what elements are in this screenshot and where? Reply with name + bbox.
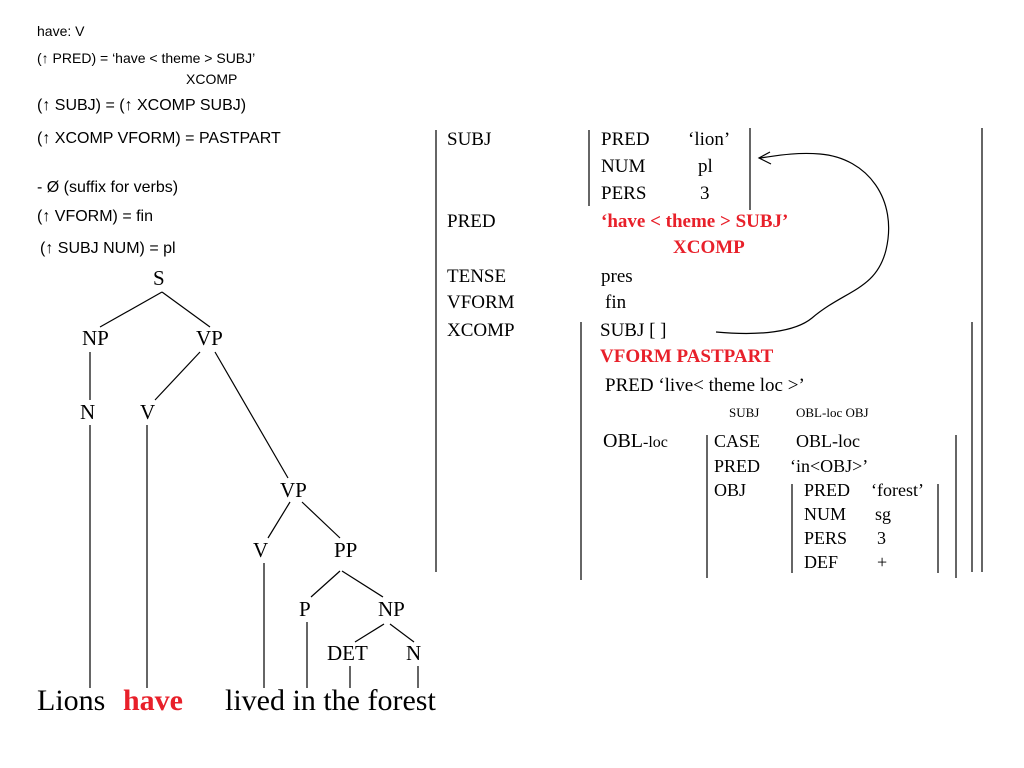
fs-vform-val: fin bbox=[605, 292, 627, 313]
sentence-lions: Lions bbox=[37, 684, 106, 717]
fs-tense-val: pres bbox=[601, 266, 633, 287]
fs-obj-num-val: sg bbox=[875, 504, 892, 524]
node-v: V bbox=[140, 400, 156, 424]
lex-have-subj: (↑ SUBJ) = (↑ XCOMP SUBJ) bbox=[37, 97, 247, 114]
fs-xcomp-attr: XCOMP bbox=[447, 320, 515, 341]
fs-subj-pred-attr: PRED bbox=[601, 129, 650, 150]
node-n2: N bbox=[406, 641, 422, 665]
lex-have-vform: (↑ XCOMP VFORM) = PASTPART bbox=[37, 130, 281, 147]
node-vp: VP bbox=[196, 326, 223, 350]
fs-obj-def-val: + bbox=[877, 552, 888, 572]
fs-subj-num-val: pl bbox=[698, 156, 713, 177]
fs-xcomp-vform: VFORM PASTPART bbox=[600, 346, 774, 367]
fs-obj-def-attr: DEF bbox=[804, 552, 839, 572]
fs-subj-pred-val: ‘lion’ bbox=[688, 129, 731, 150]
fs-subj-num-attr: NUM bbox=[601, 156, 646, 177]
fs-obj-num-attr: NUM bbox=[804, 504, 847, 524]
lex-suffix-num: (↑ SUBJ NUM) = pl bbox=[40, 240, 176, 257]
fs-obl-attr-small: -loc bbox=[643, 434, 668, 451]
lex-have-pred-line2: XCOMP bbox=[186, 71, 238, 87]
lex-suffix-entry: - Ø (suffix for verbs) bbox=[37, 179, 179, 196]
lex-suffix-vform: (↑ VFORM) = fin bbox=[37, 208, 154, 225]
edge-vp2-pp bbox=[301, 501, 341, 539]
sentence-have: have bbox=[123, 684, 183, 717]
fs-obj-pers-attr: PERS bbox=[804, 528, 848, 548]
edge-pp-np2 bbox=[341, 570, 384, 598]
node-s: S bbox=[153, 266, 165, 290]
fs-vform-attr: VFORM bbox=[447, 292, 515, 313]
fs-pred-attr: PRED bbox=[447, 211, 496, 232]
node-np: NP bbox=[82, 326, 109, 350]
edge-s-np bbox=[99, 291, 163, 328]
sentence-rest: lived in the forest bbox=[225, 684, 436, 717]
fs-xcomp-pred-sub-obl: OBL-loc OBJ bbox=[796, 405, 869, 420]
fs-obl-pred-attr: PRED bbox=[714, 456, 761, 476]
fs-case-attr: CASE bbox=[714, 431, 761, 451]
edge-vp-v bbox=[154, 351, 201, 401]
fs-xcomp-pred: PRED ‘live< theme loc >’ bbox=[605, 375, 805, 396]
fs-case-val: OBL-loc bbox=[796, 431, 860, 451]
fs-xcomp-pred-sub-subj: SUBJ bbox=[729, 405, 760, 420]
fs-obj-attr: OBJ bbox=[714, 480, 747, 500]
edge-np2-n2 bbox=[389, 623, 415, 643]
fs-subj-pers-attr: PERS bbox=[601, 183, 647, 204]
node-np2: NP bbox=[378, 597, 405, 621]
fs-tense-attr: TENSE bbox=[447, 266, 507, 287]
fs-xcomp-subj: SUBJ [ ] bbox=[600, 320, 667, 341]
fs-subj-pers-val: 3 bbox=[700, 183, 710, 204]
lex-have-entry: have: V bbox=[37, 23, 85, 39]
node-det: DET bbox=[327, 641, 368, 665]
fs-obj-pred-attr: PRED bbox=[804, 480, 851, 500]
edge-vp-vp2 bbox=[214, 351, 289, 479]
node-vp2: VP bbox=[280, 478, 307, 502]
fs-obj-pred-val: ‘forest’ bbox=[871, 480, 924, 500]
edge-vp2-v2 bbox=[267, 501, 291, 539]
fs-pred-val-line1: ‘have < theme > SUBJ’ bbox=[601, 211, 789, 232]
control-arrow-head bbox=[757, 151, 772, 165]
edge-s-vp bbox=[161, 291, 211, 328]
node-p: P bbox=[299, 597, 311, 621]
fs-obj-pers-val: 3 bbox=[877, 528, 886, 548]
fs-obl-pred-val: ‘in<OBJ>’ bbox=[790, 456, 869, 476]
lex-have-pred-line1: (↑ PRED) = ‘have < theme > SUBJ’ bbox=[37, 50, 256, 66]
fs-pred-val-line2: XCOMP bbox=[673, 237, 745, 258]
fs-obl-attr-big: OBL bbox=[603, 430, 643, 452]
edge-pp-p bbox=[310, 570, 341, 598]
edge-np2-det bbox=[354, 623, 385, 643]
fs-subj-attr: SUBJ bbox=[447, 129, 492, 150]
fs-obl-attr: OBL-loc bbox=[603, 431, 668, 451]
control-arrow bbox=[715, 152, 890, 335]
node-pp: PP bbox=[334, 538, 358, 562]
node-n: N bbox=[80, 400, 96, 424]
node-v2: V bbox=[253, 538, 269, 562]
